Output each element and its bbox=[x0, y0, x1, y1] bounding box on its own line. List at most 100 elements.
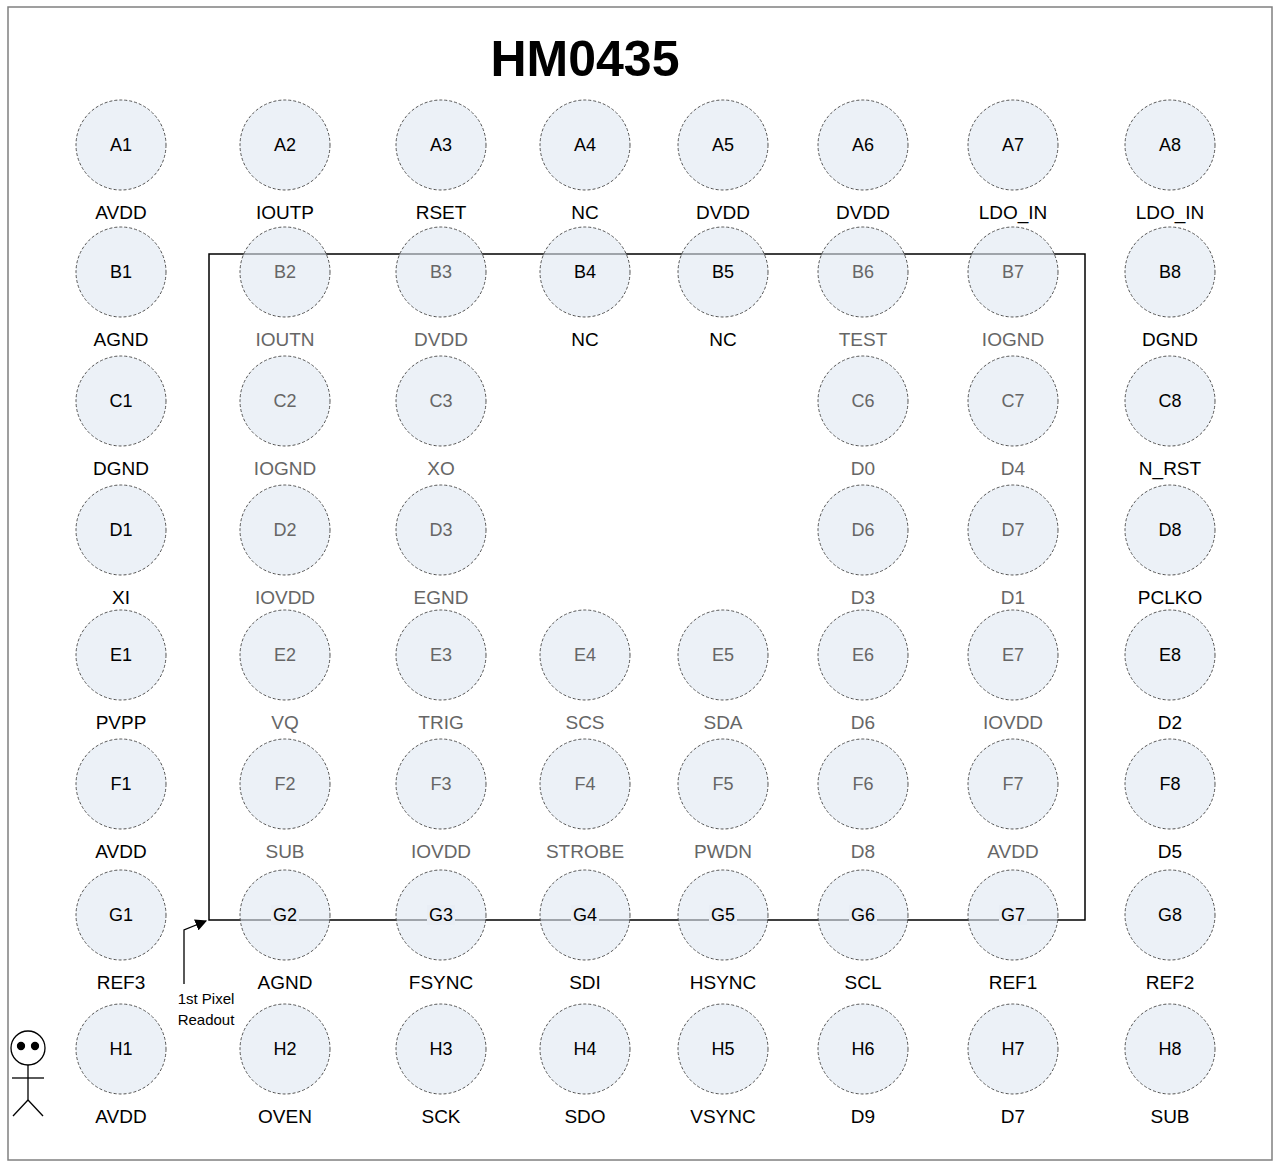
pin-name: IOGND bbox=[254, 458, 316, 480]
solder-ball: D7D1 bbox=[967, 484, 1059, 576]
ball-circle bbox=[396, 356, 486, 446]
solder-ball: G6SCL bbox=[817, 869, 909, 961]
solder-ball: G2AGND bbox=[239, 869, 331, 961]
diagram-title: HM0435 bbox=[491, 30, 680, 88]
ball-number: F3 bbox=[428, 774, 453, 794]
ball-circle bbox=[396, 610, 486, 700]
ball-circle bbox=[76, 870, 166, 960]
ball-number: G3 bbox=[427, 905, 455, 925]
pin-name: DGND bbox=[1142, 329, 1198, 351]
ball-circle bbox=[818, 227, 908, 317]
solder-ball: C2IOGND bbox=[239, 355, 331, 447]
ball-circle bbox=[240, 356, 330, 446]
ball-circle bbox=[540, 610, 630, 700]
ball-circle bbox=[968, 1004, 1058, 1094]
pin-name: TEST bbox=[839, 329, 888, 351]
ball-number: F8 bbox=[1157, 774, 1182, 794]
page-frame bbox=[8, 7, 1272, 1160]
pin-name: D1 bbox=[1001, 587, 1025, 609]
ball-number: F4 bbox=[572, 774, 597, 794]
pin-name: D8 bbox=[851, 841, 875, 863]
ball-circle bbox=[240, 100, 330, 190]
solder-ball: E1PVPP bbox=[75, 609, 167, 701]
solder-ball: H1AVDD bbox=[75, 1003, 167, 1095]
ball-circle bbox=[1125, 870, 1215, 960]
ball-circle bbox=[968, 485, 1058, 575]
viewer-figure bbox=[11, 1031, 45, 1116]
ball-number: A1 bbox=[108, 135, 134, 155]
ball-circle bbox=[818, 100, 908, 190]
solder-ball: H3SCK bbox=[395, 1003, 487, 1095]
ball-circle bbox=[240, 870, 330, 960]
pin-name: PWDN bbox=[694, 841, 752, 863]
ball-number: C8 bbox=[1156, 391, 1183, 411]
pin-name: AVDD bbox=[95, 841, 146, 863]
ball-number: G1 bbox=[107, 905, 135, 925]
ball-number: H1 bbox=[107, 1039, 134, 1059]
solder-ball: D1XI bbox=[75, 484, 167, 576]
ball-circle bbox=[396, 870, 486, 960]
ball-number: F1 bbox=[108, 774, 133, 794]
ball-circle bbox=[1125, 356, 1215, 446]
solder-ball: E5SDA bbox=[677, 609, 769, 701]
pin-name: DGND bbox=[93, 458, 149, 480]
ball-number: G8 bbox=[1156, 905, 1184, 925]
pin-name: AGND bbox=[258, 972, 313, 994]
ball-number: B2 bbox=[272, 262, 298, 282]
pin-name: VQ bbox=[271, 712, 298, 734]
solder-ball: E6D6 bbox=[817, 609, 909, 701]
ball-number: D6 bbox=[849, 520, 876, 540]
pin-name: STROBE bbox=[546, 841, 624, 863]
pin-name: RSET bbox=[416, 202, 467, 224]
solder-ball: F8D5 bbox=[1124, 738, 1216, 830]
pin-name: PVPP bbox=[96, 712, 147, 734]
ball-number: C6 bbox=[849, 391, 876, 411]
ball-number: E2 bbox=[272, 645, 298, 665]
solder-ball: E2VQ bbox=[239, 609, 331, 701]
ball-number: B7 bbox=[1000, 262, 1026, 282]
solder-ball: B3DVDD bbox=[395, 226, 487, 318]
ball-number: A5 bbox=[710, 135, 736, 155]
ball-number: G7 bbox=[999, 905, 1027, 925]
ball-circle bbox=[240, 1004, 330, 1094]
solder-ball: A5DVDD bbox=[677, 99, 769, 191]
ball-circle bbox=[396, 485, 486, 575]
ball-circle bbox=[76, 485, 166, 575]
ball-circle bbox=[678, 1004, 768, 1094]
solder-ball: H6D9 bbox=[817, 1003, 909, 1095]
solder-ball: H4SDO bbox=[539, 1003, 631, 1095]
pin-name: XI bbox=[112, 587, 130, 609]
pin-name: AVDD bbox=[987, 841, 1038, 863]
ball-number: E6 bbox=[850, 645, 876, 665]
solder-ball: B1AGND bbox=[75, 226, 167, 318]
ball-circle bbox=[396, 739, 486, 829]
ball-number: G5 bbox=[709, 905, 737, 925]
ball-circle bbox=[540, 739, 630, 829]
ball-number: B6 bbox=[850, 262, 876, 282]
ball-circle bbox=[540, 1004, 630, 1094]
solder-ball: D3EGND bbox=[395, 484, 487, 576]
pin-name: TRIG bbox=[418, 712, 463, 734]
solder-ball: A3RSET bbox=[395, 99, 487, 191]
solder-ball: F6D8 bbox=[817, 738, 909, 830]
pin-name: SCS bbox=[565, 712, 604, 734]
ball-circle bbox=[76, 1004, 166, 1094]
pin-name: D7 bbox=[1001, 1106, 1025, 1128]
solder-ball: E3TRIG bbox=[395, 609, 487, 701]
pin-name: NC bbox=[571, 202, 598, 224]
readout-note: 1st Pixel Readout bbox=[166, 988, 246, 1030]
ball-number: C2 bbox=[271, 391, 298, 411]
solder-ball: A4NC bbox=[539, 99, 631, 191]
pin-name: FSYNC bbox=[409, 972, 473, 994]
pin-name: SUB bbox=[1150, 1106, 1189, 1128]
ball-circle bbox=[76, 610, 166, 700]
ball-number: A7 bbox=[1000, 135, 1026, 155]
ball-number: E8 bbox=[1157, 645, 1183, 665]
solder-ball: F5PWDN bbox=[677, 738, 769, 830]
ball-number: H7 bbox=[999, 1039, 1026, 1059]
ball-number: A4 bbox=[572, 135, 598, 155]
ball-number: D1 bbox=[107, 520, 134, 540]
ball-number: C7 bbox=[999, 391, 1026, 411]
pin-name: SCK bbox=[421, 1106, 460, 1128]
pin-name: AVDD bbox=[95, 1106, 146, 1128]
